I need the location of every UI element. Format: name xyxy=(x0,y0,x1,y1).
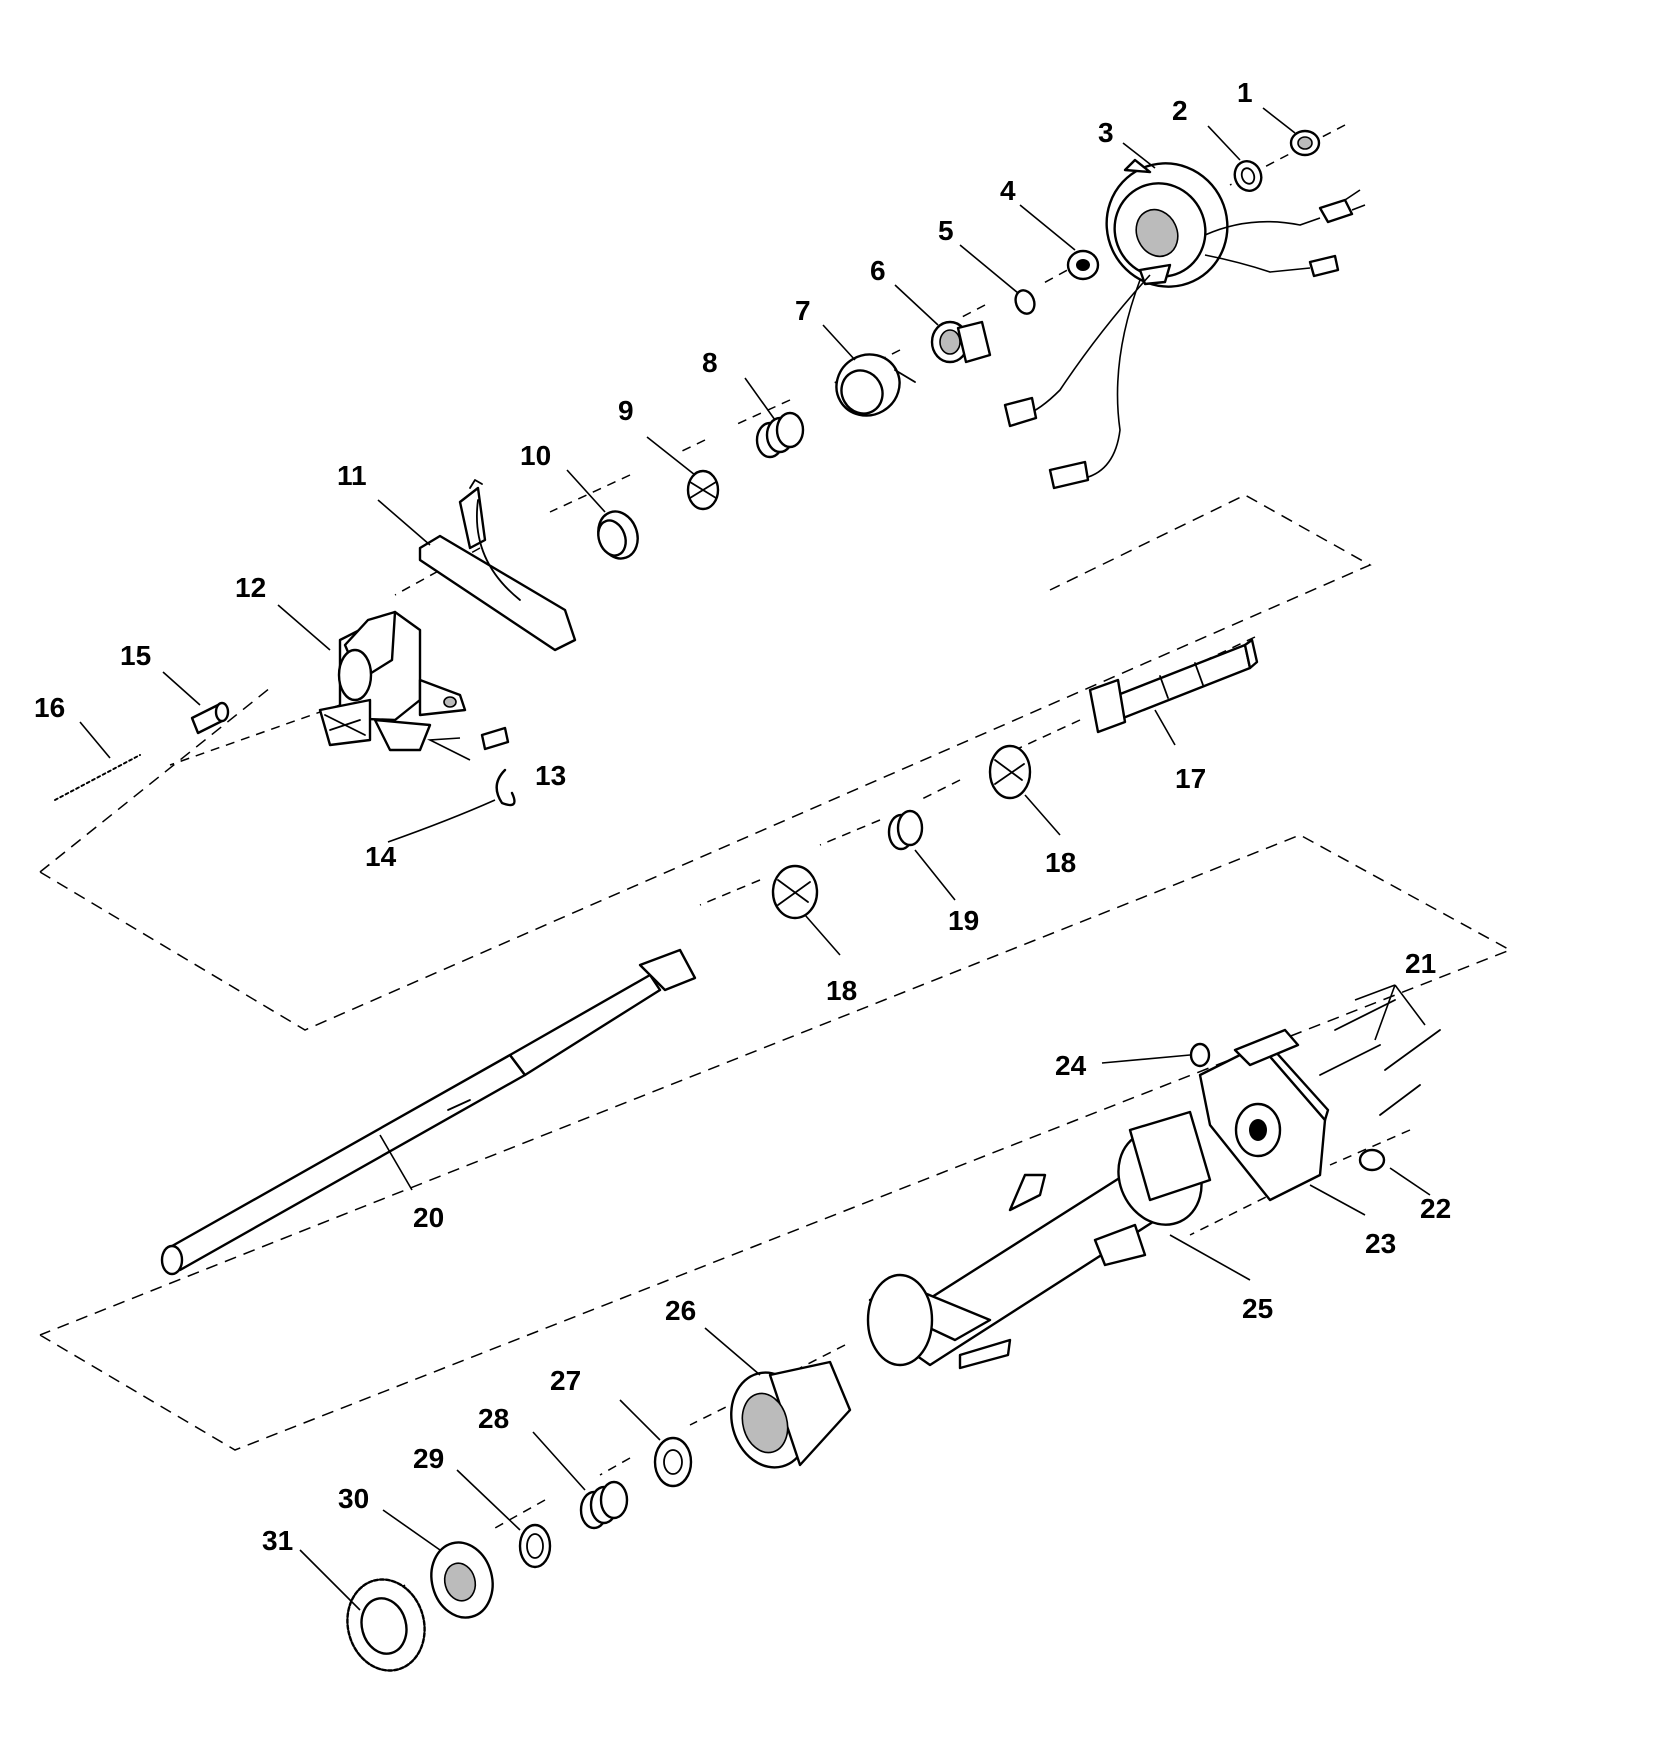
callout-19: 19 xyxy=(948,905,979,936)
callout-1: 1 xyxy=(1237,77,1253,108)
part-2-clip xyxy=(1233,160,1263,192)
callout-13: 13 xyxy=(535,760,566,791)
callout-9: 9 xyxy=(618,395,634,426)
subassembly-box-upper xyxy=(39,494,1372,1031)
part-27-bearing xyxy=(653,1436,693,1488)
part-5-snap-ring xyxy=(1014,289,1036,315)
part-17-upper-shaft xyxy=(1088,638,1259,734)
part-29-ring xyxy=(518,1523,552,1569)
callout-24: 24 xyxy=(1055,1050,1087,1081)
callout-25: 25 xyxy=(1242,1293,1273,1324)
callout-31: 31 xyxy=(262,1525,293,1556)
callout-10: 10 xyxy=(520,440,551,471)
callout-11: 11 xyxy=(337,460,367,491)
subassembly-box-lower xyxy=(39,834,1512,1451)
part-6-retainer xyxy=(930,320,992,364)
part-1-nut xyxy=(1289,129,1321,157)
part-31-gear-ring xyxy=(346,1578,426,1672)
part-10-bushing xyxy=(597,510,639,560)
callout-5: 5 xyxy=(938,215,954,246)
callout-3: 3 xyxy=(1098,117,1114,148)
part-9-sector xyxy=(686,469,720,511)
callout-30: 30 xyxy=(338,1483,369,1514)
callout-18-lower: 18 xyxy=(826,975,857,1006)
callout-17: 17 xyxy=(1175,763,1206,794)
callout-2: 2 xyxy=(1172,95,1188,126)
callout-6: 6 xyxy=(870,255,886,286)
callout-12: 12 xyxy=(235,572,266,603)
part-4-washer xyxy=(1066,249,1100,281)
part-11-bracket xyxy=(418,479,577,652)
part-12-lock-housing xyxy=(318,610,467,752)
part-26-shift-bowl xyxy=(730,1360,852,1469)
part-7-bearing-housing xyxy=(835,353,916,417)
part-18-lower xyxy=(771,864,819,920)
part-23-support-bracket xyxy=(1198,1028,1330,1202)
callout-7: 7 xyxy=(795,295,811,326)
part-19-spring xyxy=(887,809,924,851)
callout-15: 15 xyxy=(120,640,151,671)
callout-labels: 1 2 3 4 5 6 7 8 9 10 11 12 13 14 15 16 1… xyxy=(34,77,1451,1556)
part-30-plate xyxy=(430,1541,494,1619)
callout-18-upper: 18 xyxy=(1045,847,1076,878)
part-25-column-jacket xyxy=(866,1110,1212,1370)
part-8-spring xyxy=(755,411,805,459)
part-18-upper xyxy=(988,744,1032,800)
callout-16: 16 xyxy=(34,692,65,723)
callout-4: 4 xyxy=(1000,175,1016,206)
callout-20: 20 xyxy=(413,1202,444,1233)
part-13-actuator xyxy=(480,726,510,751)
part-28-spring xyxy=(579,1480,629,1530)
callout-29: 29 xyxy=(413,1443,444,1474)
callout-21: 21 xyxy=(1405,948,1436,979)
part-14-ring xyxy=(495,768,516,807)
callout-23: 23 xyxy=(1365,1228,1396,1259)
callout-28: 28 xyxy=(478,1403,509,1434)
part-3-coil-assembly xyxy=(1003,158,1366,490)
callout-14: 14 xyxy=(365,841,397,872)
part-15-pin xyxy=(190,701,230,735)
callout-22: 22 xyxy=(1420,1193,1451,1224)
part-16-spring xyxy=(54,754,141,801)
part-20-lower-shaft xyxy=(160,948,697,1276)
callout-26: 26 xyxy=(665,1295,696,1326)
callout-27: 27 xyxy=(550,1365,581,1396)
callout-8: 8 xyxy=(702,347,718,378)
leader-lines xyxy=(79,107,1431,1611)
part-21-bolts xyxy=(1319,999,1441,1116)
part-24-stud xyxy=(1189,1042,1211,1068)
part-22-bushing xyxy=(1358,1148,1386,1172)
